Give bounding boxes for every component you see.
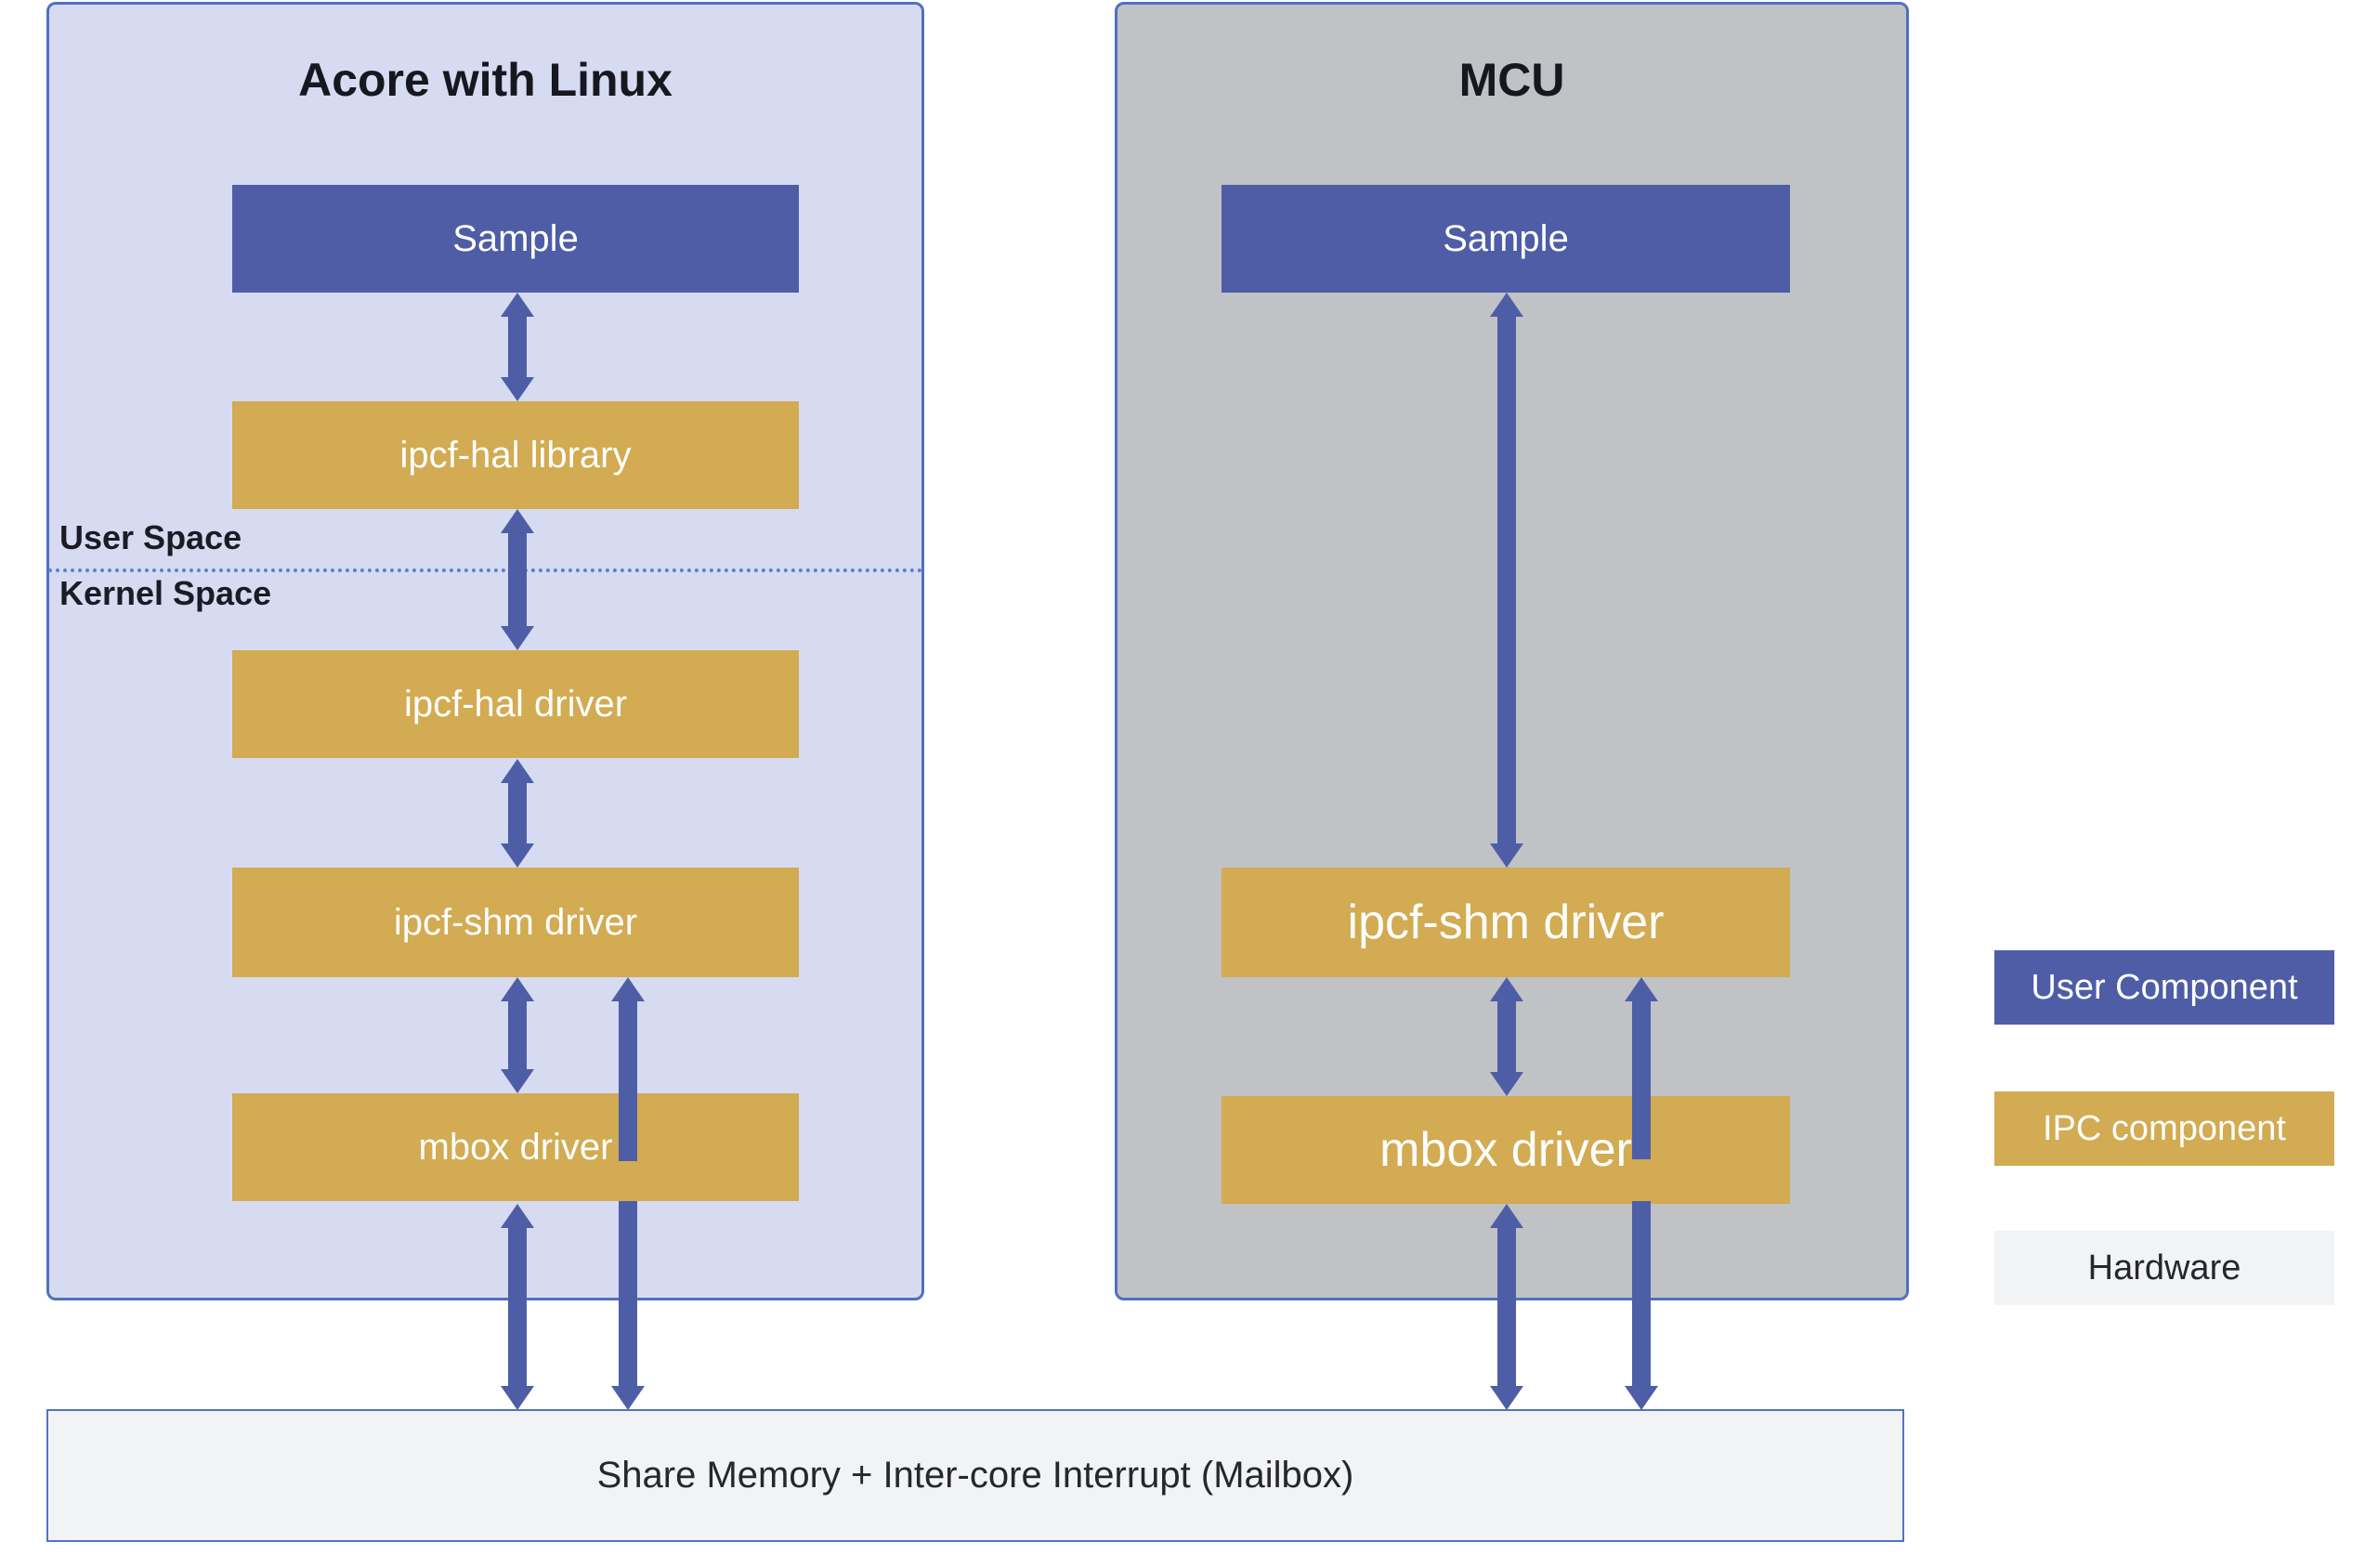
kernel-space-label: Kernel Space	[59, 574, 272, 612]
arrow-hal-library-to-hal-driver	[501, 509, 534, 650]
arrow-mcu-mbox-to-hardware	[1490, 1204, 1523, 1410]
arrow-mcu-shm-driver-to-mbox-driver	[1490, 977, 1523, 1096]
box-mcu-sample: Sample	[1222, 185, 1790, 293]
user-space-label: User Space	[59, 518, 242, 556]
box-mcu-ipcf-shm-driver: ipcf-shm driver	[1222, 868, 1790, 977]
box-ipcf-hal-driver: ipcf-hal driver	[232, 650, 799, 758]
user-kernel-divider	[48, 568, 922, 572]
arrow-sample-to-hal-library	[501, 293, 534, 401]
box-linux-mbox-driver: mbox driver	[232, 1093, 799, 1201]
box-ipcf-hal-library: ipcf-hal library	[232, 401, 799, 509]
arrow-passthrough-to-hardware	[611, 1201, 645, 1410]
box-mcu-mbox-driver: mbox driver	[1222, 1096, 1790, 1204]
arrow-hal-driver-to-shm-driver	[501, 759, 534, 868]
arrow-mcu-sample-to-shm-driver	[1490, 293, 1523, 868]
arrow-shm-driver-to-mbox-driver	[501, 977, 534, 1093]
arrow-mbox-passthrough-up	[611, 977, 645, 1161]
legend-ipc-component: IPC component	[1994, 1091, 2334, 1166]
arrow-mcu-passthrough-to-hardware	[1625, 1201, 1658, 1410]
legend-hardware: Hardware	[1994, 1231, 2334, 1305]
panel-mcu-title: MCU	[1458, 54, 1565, 106]
legend-user-component: User Component	[1994, 950, 2334, 1025]
arrow-mcu-mbox-passthrough-up	[1625, 977, 1658, 1159]
panel-acore-linux-title: Acore with Linux	[298, 54, 673, 106]
box-linux-sample: Sample	[232, 185, 799, 293]
arrow-mbox-to-hardware	[501, 1204, 534, 1410]
box-linux-ipcf-shm-driver: ipcf-shm driver	[232, 868, 799, 977]
hardware-bar: Share Memory + Inter-core Interrupt (Mai…	[46, 1409, 1904, 1542]
